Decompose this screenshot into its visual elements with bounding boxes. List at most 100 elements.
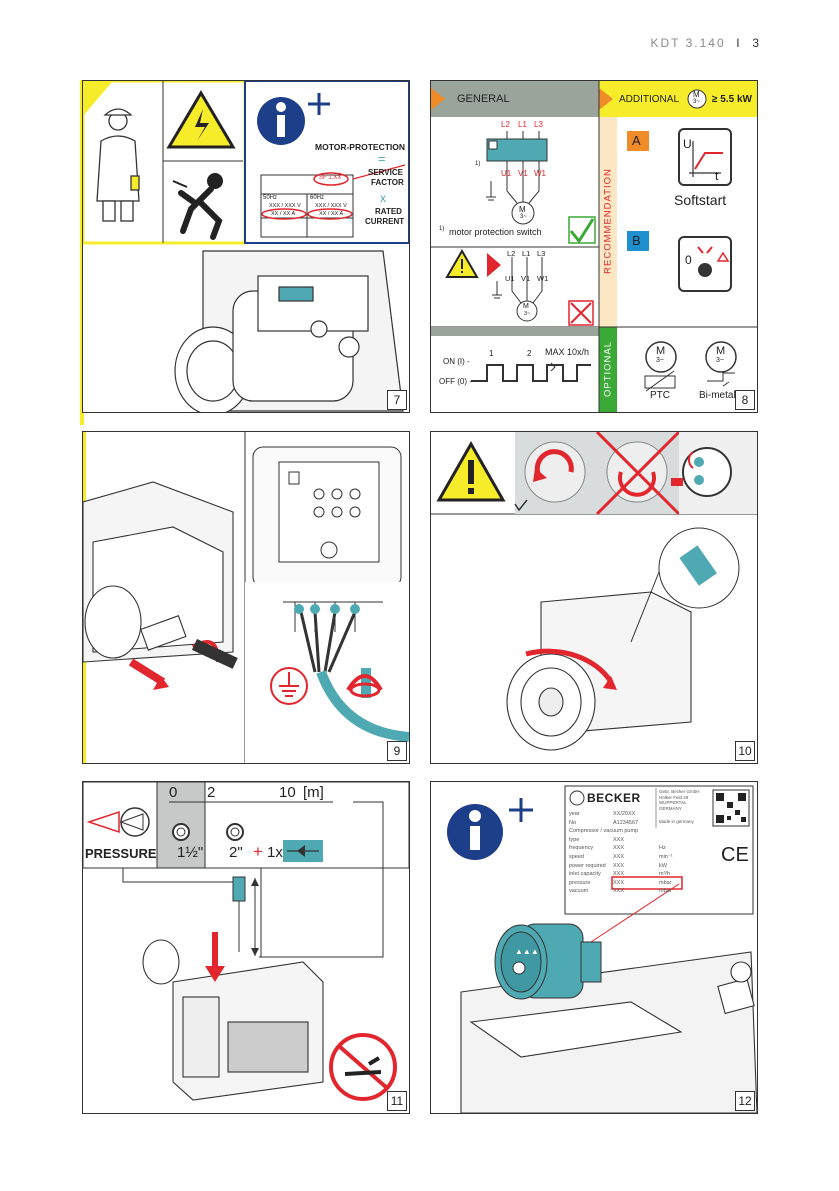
row-unit: Hz (659, 845, 666, 852)
pulse-off: OFF (0) - (439, 377, 472, 386)
softstart-label: Softstart (674, 192, 727, 208)
plate-a60: XX / XX A (319, 211, 344, 217)
general-tab: GENERAL (457, 93, 510, 105)
panel-10: 10 (430, 431, 758, 764)
pulse-max: MAX 10x/h (545, 347, 590, 357)
panel-8-art (431, 81, 757, 412)
plus-sign: + (253, 842, 263, 861)
plate-50hz: 50Hz (263, 195, 278, 201)
row-value: XXX (613, 862, 625, 869)
label-l2-bottom: L2 (507, 249, 516, 258)
row-key: inlet capacity (569, 871, 601, 878)
row-value: XXX (613, 888, 625, 895)
nameplate-row: power required XXX kW (569, 862, 709, 871)
plate-v60: XXX / XXX V (315, 203, 347, 209)
panel-7: MOTOR-PROTECTION = SERVICE FACTOR x RATE… (82, 80, 410, 413)
label-v1-top: V1 (518, 169, 528, 178)
scale-ten: 10 (279, 784, 296, 801)
motor-m-top: M (519, 205, 526, 214)
row-unit: m³/h (659, 871, 670, 878)
row-value: A1234567 (613, 819, 639, 826)
pulse-p1: 1 (489, 349, 494, 358)
label-u1-bottom: U1 (505, 274, 515, 283)
option-a: A (632, 133, 641, 148)
plate-v50: XXX / XXX V (269, 203, 301, 209)
label-w1-bottom: W1 (537, 274, 549, 283)
row-unit: min⁻¹ (659, 853, 673, 860)
recommendation-label: RECOMMENDATION (602, 168, 614, 274)
row-value: XXX (613, 853, 625, 860)
pulse-on: ON (I) - (443, 357, 470, 366)
one-x: 1x (267, 844, 283, 861)
softstart-t: t (715, 169, 719, 183)
additional-m3: 3~ (693, 99, 700, 105)
row-value: XXX (613, 879, 625, 886)
footnote-marker: 1) (475, 161, 481, 167)
bimetal-m: M (716, 345, 726, 357)
ptc-m3: 3~ (656, 357, 664, 364)
motor-m3-bottom: 3~ (524, 311, 531, 317)
row-key: pressure (569, 879, 591, 886)
row-key: power required (569, 862, 606, 869)
pressure-label: PRESSURE (85, 846, 157, 861)
motor-m-bottom: M (523, 303, 529, 310)
panel-12: ▲▲▲ BECKER Gebr. Becker GmbH Hölker Feld… (430, 781, 758, 1114)
page-header: KDT 3.140 I 3 (650, 36, 761, 50)
ptc-label: PTC (650, 390, 670, 401)
page-number: 3 (752, 36, 761, 50)
row-key: vacuum (569, 888, 589, 895)
scale-two: 2 (207, 784, 216, 801)
row-key: speed (569, 853, 584, 860)
panel-7-art (83, 81, 409, 412)
row-unit: mbar (659, 879, 672, 886)
motor-m3-top: 3~ (520, 214, 527, 220)
panel-8: GENERAL ADDITIONAL M 3~ ≥ 5.5 kW RECOMME… (430, 80, 758, 413)
row-key: No (569, 819, 577, 826)
motor-protection-label: MOTOR-PROTECTION (315, 142, 406, 152)
panel-number-7: 7 (387, 390, 407, 410)
plate-60hz: 60Hz (310, 195, 325, 201)
panel-number-9: 9 (387, 741, 407, 761)
row-key: frequency (569, 845, 594, 852)
service-label-2: FACTOR (371, 178, 404, 187)
label-l2-top: L2 (501, 120, 510, 129)
nameplate-row: pressure XXX mbar (569, 879, 709, 888)
scale-zero: 0 (169, 784, 178, 801)
made-in: Made in germany (659, 819, 694, 824)
label-l3-top: L3 (534, 120, 543, 129)
additional-m: M (693, 90, 700, 99)
plate-a50: XX / XX A (271, 211, 296, 217)
bimetal-m3: 3~ (716, 357, 724, 364)
address-block: Gebr. Becker GmbH Hölker Feld 29 WUPPERT… (659, 789, 700, 811)
additional-tab: ADDITIONAL (619, 94, 680, 105)
row-unit: kW (659, 862, 667, 869)
address-line: GERMANY (659, 805, 682, 811)
row-value: XXX (613, 845, 625, 852)
label-v1-bottom: V1 (521, 274, 531, 283)
panel-9: 9 (82, 431, 410, 764)
row-key: year (569, 811, 580, 817)
technician-icon (96, 108, 140, 222)
row-value: XXX (613, 836, 625, 843)
panel-number-10: 10 (735, 741, 755, 761)
times-sign: x (380, 191, 386, 205)
label-u1-top: U1 (501, 169, 512, 178)
row-key: Compressor / vacuum pump (569, 828, 639, 835)
address-line: WUPPERTAL (659, 800, 687, 805)
panel-12-art: ▲▲▲ (447, 785, 757, 1113)
size-2: 2" (229, 844, 243, 861)
scale-unit: [m] (303, 784, 324, 801)
option-b: B (632, 233, 641, 248)
panel-11-art (83, 782, 409, 1101)
footnote-marker-2: 1) (439, 226, 445, 232)
ce-mark: CE (721, 844, 749, 866)
panel-10-art (431, 432, 757, 751)
softstart-u: U (683, 137, 692, 151)
address-line: Gebr. Becker GmbH (659, 789, 700, 794)
rated-label-1: RATED (375, 207, 402, 216)
pulse-p2: 2 (527, 349, 532, 358)
